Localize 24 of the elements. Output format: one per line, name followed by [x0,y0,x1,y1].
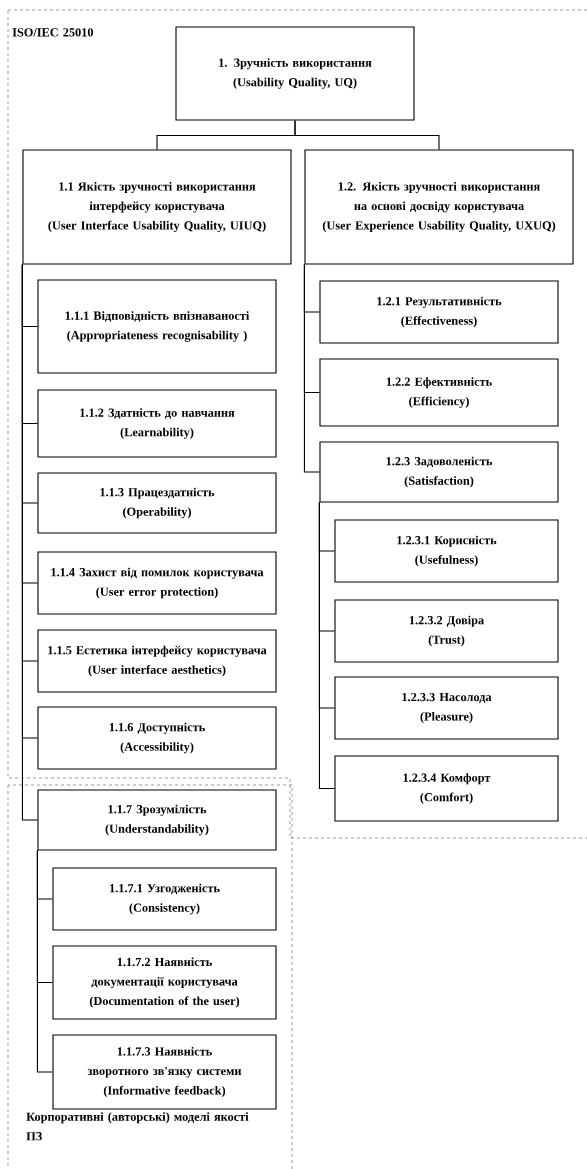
connector-line [303,264,320,473]
category-box: 1.1.7.3 Наявність зворотного зв'язку системи (Informative feedback) [52,1034,277,1110]
category-box: 1.1.2 Здатність до навчання (Learnability) [37,389,277,458]
category-box: 1.1.7 Зрозумілість (Understandability) [37,789,277,851]
category-box: 1.2. Якість зручності використання на основі досвіду користувача (User Experience Usability Quality, UXUQ) [304,149,574,265]
category-box: 1.2.3.1 Корисність (Usefulness) [334,519,559,583]
category-box: 1.2.1 Результативність (Effectiveness) [319,280,559,344]
category-box: 1.2.2 Ефективність (Efficiency) [319,358,559,427]
connector-line [294,120,440,150]
category-box: 1.1.7.1 Узгодженість (Consistency) [52,867,277,931]
category-box: 1.1 Якість зручності використання інтерфейсу користувача (User Interface Usability Quality, UIUQ) [22,149,292,265]
category-box: 1.1.6 Доступність (Accessibility) [37,706,277,770]
category-box: 1.2.3 Задоволеність (Satisfaction) [319,441,559,503]
category-box: 1.2.3.2 Довіра (Trust) [334,599,559,663]
category-box: 1.1.1 Відповідність впізнаваності (Appropriateness recognisability ) [37,279,277,374]
connector-line [318,502,335,790]
category-box: 1.2.3.3 Насолода (Pleasure) [334,676,559,740]
category-box: 1.1.7.2 Наявність документації користувача (Documentation of the user) [52,945,277,1020]
connector-line [36,850,53,1073]
category-box: 1.1.5 Естетика інтерфейсу користувача (User interface aesthetics) [37,629,277,693]
category-box: 1.1.4 Захист від помилок користувача (User error protection) [37,551,277,615]
category-box: 1.2.3.4 Комфорт (Comfort) [334,755,559,822]
category-box: 1. Зручність використання (Usability Quality, UQ) [175,26,415,121]
category-box: 1.1.3 Працездатність (Operability) [37,472,277,534]
